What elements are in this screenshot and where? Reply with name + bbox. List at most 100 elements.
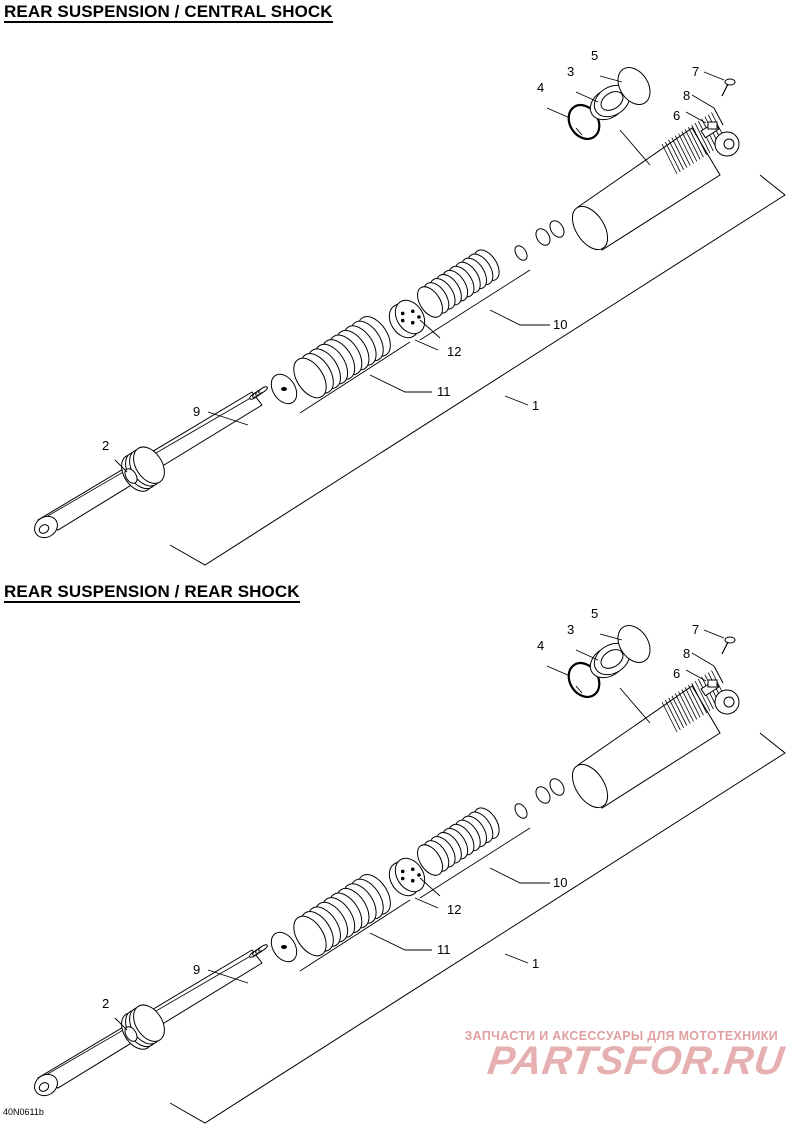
shock-body-thread	[691, 124, 708, 156]
shock-body-thread	[684, 129, 701, 160]
callout-label-5: 5	[591, 48, 598, 63]
callout-label-3: 3	[567, 622, 574, 637]
piston-port	[410, 320, 415, 325]
stack-10-bracket	[419, 877, 441, 897]
shaft-eyelet-hole	[38, 524, 50, 534]
callout-3-leader	[575, 649, 599, 661]
callout-3-leader	[575, 91, 599, 103]
assembly-bracket-line	[169, 732, 786, 1124]
callout-3-to-part	[619, 129, 651, 166]
shock-body-thread	[668, 139, 684, 170]
cap-5	[617, 625, 651, 663]
callout-label-6: 6	[673, 108, 680, 123]
piston-front	[394, 299, 426, 335]
nut-6	[707, 679, 718, 688]
stack-10-bracket-low	[419, 827, 531, 899]
piston-port	[400, 311, 405, 316]
callout-8-leader	[691, 94, 715, 109]
shaft-eyelet-hole	[38, 1082, 50, 1092]
callout-label-12: 12	[447, 344, 461, 359]
stack-11-bracket-low	[299, 899, 411, 972]
piston-front	[394, 857, 426, 893]
shaft-thread	[258, 386, 268, 394]
callout-label-4: 4	[537, 80, 544, 95]
callout-label-1: 1	[532, 398, 539, 413]
section-title-text: REAR SUSPENSION / REAR SHOCK	[4, 582, 300, 603]
callout-4-to-part	[575, 127, 583, 136]
shock-body-thread	[671, 137, 688, 168]
section-title-central-shock: REAR SUSPENSION / CENTRAL SHOCK	[4, 2, 333, 23]
shock-body-thread	[688, 685, 704, 716]
callout-11-leader	[369, 932, 432, 951]
callout-label-8: 8	[683, 88, 690, 103]
callout-label-5: 5	[591, 606, 598, 621]
callout-label-10: 10	[553, 317, 567, 332]
shock-body-thread	[674, 693, 691, 724]
piston-port	[400, 876, 405, 881]
shock-body-thread	[684, 687, 701, 718]
seal-3-bore	[600, 649, 624, 669]
small-washer	[514, 245, 528, 261]
piston-port	[400, 869, 405, 874]
small-washer	[535, 786, 551, 804]
callout-11-leader	[369, 374, 432, 393]
callout-5-leader	[599, 75, 623, 83]
piston-port	[410, 309, 415, 314]
shock-body-thread	[664, 699, 681, 731]
pin-8	[713, 107, 724, 126]
diagram-reference-code: 40N0611b	[3, 1107, 44, 1117]
pin-8	[713, 665, 724, 684]
callout-label-1: 1	[532, 956, 539, 971]
callout-label-3: 3	[567, 64, 574, 79]
callout-label-2: 2	[102, 438, 109, 453]
piston-washer-hole	[281, 387, 287, 391]
piston-port	[417, 873, 421, 877]
callout-label-12: 12	[447, 902, 461, 917]
small-washer	[514, 803, 528, 819]
callout-label-7: 7	[692, 622, 699, 637]
callout-label-2: 2	[102, 996, 109, 1011]
shaft-bearing-ring	[133, 1004, 165, 1042]
piston-port	[410, 878, 415, 883]
callout-10-leader	[489, 867, 550, 884]
seal-3-bore	[600, 91, 624, 111]
callout-1-leader	[504, 953, 529, 964]
shim-disc	[293, 357, 327, 399]
callout-2-leader	[114, 459, 128, 473]
shaft-thread	[258, 944, 268, 952]
callout-label-8: 8	[683, 646, 690, 661]
callout-12-leader	[414, 339, 439, 351]
shock-body-thread	[664, 141, 681, 173]
callout-2-leader	[114, 1017, 128, 1031]
screw-7-head	[724, 78, 736, 86]
callout-label-4: 4	[537, 638, 544, 653]
callout-1-leader	[504, 395, 529, 406]
shock-body-thread	[668, 697, 684, 728]
callout-5-leader	[599, 633, 623, 641]
callout-3-to-part	[619, 687, 651, 724]
callout-label-9: 9	[193, 404, 200, 419]
shim-stack-10	[417, 249, 500, 318]
shock-body-open-end	[571, 205, 609, 251]
shim-disc	[417, 286, 443, 318]
shock-body-thread	[661, 701, 678, 733]
shim-stack-10	[417, 807, 500, 876]
shim-stack-11	[293, 874, 391, 957]
callout-6-leader	[685, 111, 707, 124]
callout-12-leader	[414, 897, 439, 909]
screw-7-shank	[721, 641, 729, 655]
piston-port	[400, 318, 405, 323]
shock-body-thread	[678, 691, 694, 722]
callout-7-leader	[703, 629, 725, 639]
watermark-logo: PARTSFOR.RU	[484, 1039, 788, 1083]
small-washer	[549, 220, 565, 238]
watermark-tagline: ЗАПЧАСТИ И АКСЕССУАРЫ ДЛЯ МОТОТЕХНИКИ	[464, 1029, 778, 1043]
callout-4-leader	[546, 107, 571, 119]
cap-5	[617, 67, 651, 105]
shim-disc	[417, 844, 443, 876]
section-title-text: REAR SUSPENSION / CENTRAL SHOCK	[4, 2, 333, 23]
